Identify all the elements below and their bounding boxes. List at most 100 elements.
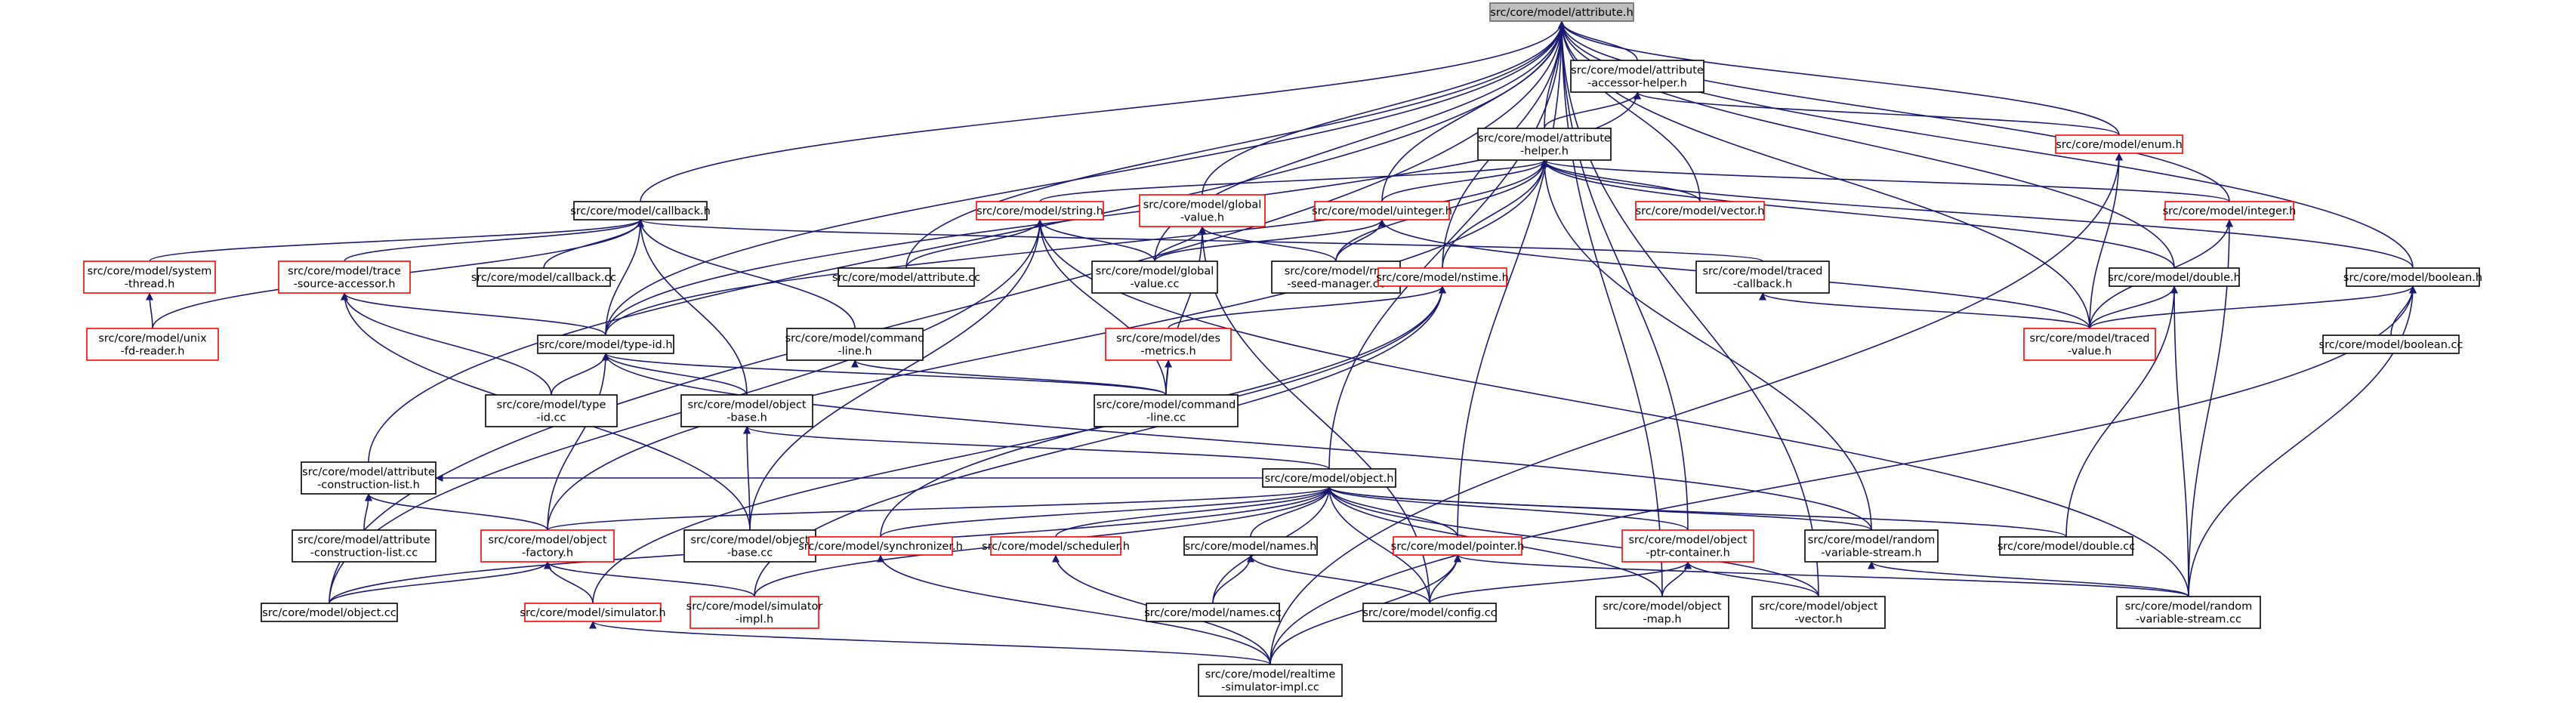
node-label: -value.h [1180,212,1224,224]
edge-double_cc-to-double_h [2065,285,2178,538]
edge-object_vector_h-to-attribute_h [1558,20,1819,597]
edge-config_cc-to-object_ptr_container_h [1429,561,1692,604]
node-realtime-simulator-impl-cc[interactable]: src/core/model/realtime-simulator-impl.c… [1198,664,1343,697]
node-names-h[interactable]: src/core/model/names.h [1183,536,1318,556]
node-double-cc[interactable]: src/core/model/double.cc [1998,536,2135,556]
edge-vector_h-to-attribute_helper_h [1541,159,1701,202]
node-names-cc[interactable]: src/core/model/names.cc [1144,603,1282,622]
edge-object_cc-to-attribute_h [329,20,1566,604]
node-box [808,536,953,556]
node-box [1262,468,1396,488]
node-box [690,596,819,629]
node-label: -vector.h [1794,614,1842,626]
edge-random_variable_stream_cc-to-double_h [2170,285,2189,597]
edge-type_id_h-to-attribute_helper_h [605,159,1548,336]
node-command-line-h[interactable]: src/core/model/command-line.h [785,328,925,361]
node-global-value-cc[interactable]: src/core/model/global-value.cc [1091,261,1218,294]
edge-command_line_cc-to-des_metrics_h [1164,359,1172,396]
node-object-vector-h[interactable]: src/core/model/object-vector.h [1751,596,1886,629]
node-boolean-h[interactable]: src/core/model/boolean.h [2343,267,2482,287]
edge-type_id_h-to-trace_source_accessor_h [341,292,606,336]
node-trace-source-accessor-h[interactable]: src/core/model/trace-source-accessor.h [278,261,411,294]
node-simulator-h[interactable]: src/core/model/simulator.h [520,603,666,622]
node-object-base-h[interactable]: src/core/model/object-base.h [680,394,813,427]
node-label: src/core/model/trace [288,266,401,278]
node-box [2322,335,2460,354]
node-label: src/core/model/random [2125,601,2253,613]
node-string-h[interactable]: src/core/model/string.h [976,201,1104,220]
node-unix-fd-reader-h[interactable]: src/core/model/unix-fd-reader.h [86,328,219,361]
node-object-h[interactable]: src/core/model/object.h [1262,468,1396,488]
edge-type_id_cc-to-type_id_h [551,353,609,396]
node-label: src/core/model/nstime.h [1376,272,1509,284]
edge-callback_h-to-attribute_h [640,20,1566,202]
edge-object_ptr_container_h-to-attribute_h [1558,20,1689,531]
node-label: src/core/model/config.cc [1362,607,1496,619]
edge-object_base_h-to-type_id_h [602,353,748,396]
edge-traced_value_h-to-traced_callback_h [1759,292,2090,329]
node-type-id-h[interactable]: src/core/model/type-id.h [537,335,674,354]
node-label: -helper.h [1520,146,1569,158]
node-system-thread-h[interactable]: src/core/model/system-thread.h [83,261,216,294]
node-traced-value-h[interactable]: src/core/model/traced-value.h [2023,328,2156,361]
node-attribute-construction-list-cc[interactable]: src/core/model/attribute-construction-li… [292,529,437,563]
node-vector-h[interactable]: src/core/model/vector.h [1635,201,1765,220]
edge-object_factory_h-to-attribute_helper_h [547,159,1548,531]
node-label: -value.h [2068,346,2112,358]
node-label: src/core/model/attribute.cc [832,272,980,284]
edge-names_cc-to-names_h [1212,554,1254,604]
node-object-ptr-container-h[interactable]: src/core/model/object-ptr-container.h [1621,529,1754,563]
node-label: -base.cc [727,547,773,560]
node-box [1094,394,1239,427]
node-enum-h[interactable]: src/core/model/enum.h [2055,134,2183,154]
node-type-id-cc[interactable]: src/core/model/type-id.cc [485,394,618,427]
node-label: src/core/model/global [1096,266,1214,278]
node-double-h[interactable]: src/core/model/double.h [2108,267,2241,287]
node-attribute-cc[interactable]: src/core/model/attribute.cc [832,267,980,287]
edge-object_cc-to-object_factory_h [329,561,551,604]
node-config-cc[interactable]: src/core/model/config.cc [1362,603,1497,622]
node-label: -seed-manager.cc [1287,279,1384,291]
node-box [278,261,411,294]
node-attribute-construction-list-h[interactable]: src/core/model/attribute-construction-li… [301,461,437,495]
node-object-factory-h[interactable]: src/core/model/object-factory.h [480,529,615,563]
node-box [1695,261,1830,294]
node-object-cc[interactable]: src/core/model/object.cc [261,603,398,622]
node-scheduler-h[interactable]: src/core/model/scheduler.h [982,536,1130,556]
node-box [683,529,816,563]
node-attribute-helper-h[interactable]: src/core/model/attribute-helper.h [1477,128,1612,161]
node-label: src/core/model/string.h [976,205,1103,217]
node-object-base-cc[interactable]: src/core/model/object-base.cc [683,529,816,563]
node-random-variable-stream-cc[interactable]: src/core/model/random-variable-stream.cc [2116,596,2261,629]
node-boolean-cc[interactable]: src/core/model/boolean.cc [2319,335,2463,354]
node-command-line-cc[interactable]: src/core/model/command-line.cc [1094,394,1239,427]
node-simulator-impl-h[interactable]: src/core/model/simulator-impl.h [686,596,823,629]
node-nstime-h[interactable]: src/core/model/nstime.h [1376,267,1509,287]
node-global-value-h[interactable]: src/core/model/global-value.h [1139,194,1266,227]
node-box [524,603,662,622]
node-box [1105,328,1232,361]
node-synchronizer-h[interactable]: src/core/model/synchronizer.h [798,536,963,556]
node-pointer-h[interactable]: src/core/model/pointer.h [1391,536,1525,556]
edge-command_line_h-to-callback_h [637,219,856,329]
edge-realtime_simulator_impl_cc-to-simulator_h [589,621,1271,665]
node-label: src/core/model/synchronizer.h [798,541,963,553]
node-attribute-accessor-helper-h[interactable]: src/core/model/attribute-accessor-helper… [1570,60,1704,93]
node-random-variable-stream-h[interactable]: src/core/model/random-variable-stream.h [1804,529,1939,563]
edge-rng_seed_manager_cc-to-uinteger_h [1335,219,1386,262]
node-label: src/core/model/object [1759,601,1877,613]
node-traced-callback-h[interactable]: src/core/model/traced-callback.h [1695,261,1830,294]
node-attribute-h[interactable]: src/core/model/attribute.h [1489,2,1634,22]
node-des-metrics-h[interactable]: src/core/model/des-metrics.h [1105,328,1232,361]
node-box [1804,529,1939,563]
node-object-map-h[interactable]: src/core/model/object-map.h [1595,596,1729,629]
node-integer-h[interactable]: src/core/model/integer.h [2163,201,2297,220]
node-label: src/core/model/unix [98,333,207,345]
node-uinteger-h[interactable]: src/core/model/uinteger.h [1312,201,1452,220]
node-box [1570,60,1704,93]
edge-boolean_h-to-attribute_helper_h [1541,159,2414,269]
node-box [1146,603,1280,622]
edge-enum_h-to-attribute_accessor_helper_h [1634,91,2120,136]
node-callback-cc[interactable]: src/core/model/callback.cc [471,267,616,287]
node-callback-h[interactable]: src/core/model/callback.h [570,201,711,220]
